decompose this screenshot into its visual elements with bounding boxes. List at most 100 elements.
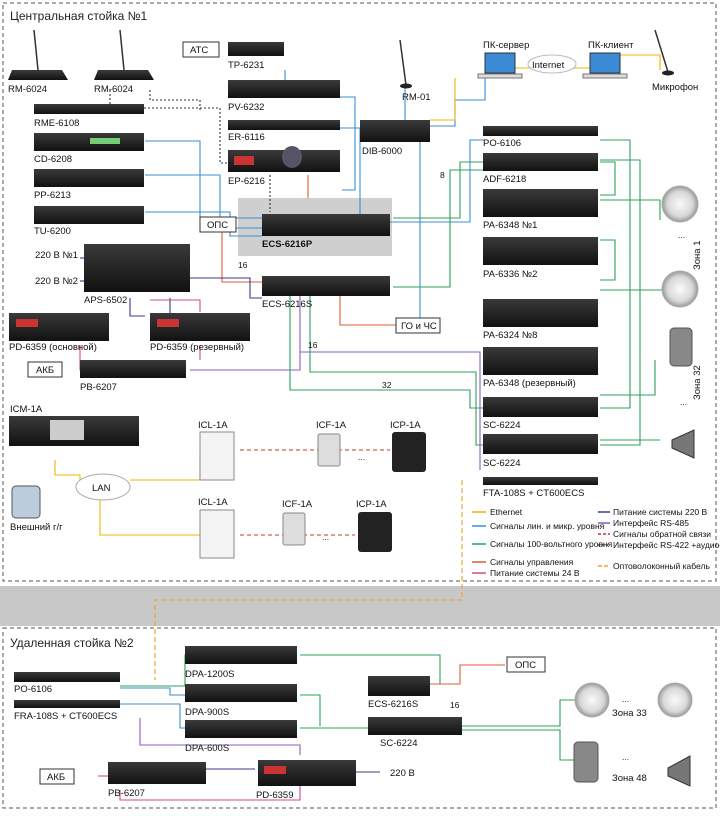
ellipsis-zone48: ... <box>622 752 629 762</box>
svg-text:ECS-6216S: ECS-6216S <box>368 699 418 710</box>
icp-1a-unit-1: ICP-1A <box>390 420 426 472</box>
pd-6359-reserve: PD-6359 (резервный) <box>150 313 250 353</box>
legend-power220: Питание системы 220 В <box>613 507 708 517</box>
svg-text:ICM-1A: ICM-1A <box>10 404 43 415</box>
fta-108s-unit: FTA-108S + CT600ECS <box>483 477 598 499</box>
svg-text:PO-6106: PO-6106 <box>14 684 52 695</box>
sc-6224-unit-1: SC-6224 <box>483 397 598 431</box>
ceiling-speaker-2 <box>661 270 699 308</box>
cable-counts: 8 16 16 32 16 <box>238 170 460 710</box>
ats-box: АТС <box>182 41 220 58</box>
ecs-6216s-remote: ECS-6216S <box>368 676 430 710</box>
legend-ethernet: Ethernet <box>490 507 523 517</box>
ecs-6216s-unit: ECS-6216S <box>262 276 390 310</box>
pc-client: ПК-клиент <box>582 40 634 79</box>
lan-cloud: LAN <box>75 473 131 501</box>
svg-text:DIB-6000: DIB-6000 <box>362 146 402 157</box>
svg-text:ICL-1A: ICL-1A <box>198 420 228 431</box>
count-16-c: 16 <box>450 700 460 710</box>
svg-text:ICF-1A: ICF-1A <box>316 420 347 431</box>
ellipsis-ic-2: ... <box>322 532 329 542</box>
zone-1-label: Зона 1 <box>692 241 703 270</box>
tu-6200-unit: TU-6200 <box>34 206 144 237</box>
icf-1a-unit-1: ICF-1A <box>316 420 347 467</box>
akb-box-1: АКБ <box>27 361 63 378</box>
svg-text:ОПС: ОПС <box>207 220 228 231</box>
fra-108s-unit: FRA-108S + CT600ECS <box>14 700 120 722</box>
pb-6207-remote: PB-6207 <box>108 762 206 799</box>
rm-6024-console-1: RM-6024 <box>8 29 68 95</box>
svg-text:LAN: LAN <box>92 483 111 494</box>
legend-fiber: Оптоволоконный кабель <box>613 561 710 571</box>
svg-text:ICP-1A: ICP-1A <box>390 420 421 431</box>
svg-text:PB-6207: PB-6207 <box>80 382 117 393</box>
svg-text:DPA-1200S: DPA-1200S <box>185 669 234 680</box>
svg-text:ICL-1A: ICL-1A <box>198 497 228 508</box>
svg-text:TP-6231: TP-6231 <box>228 60 264 71</box>
central-title: Центральная стойка №1 <box>10 9 148 23</box>
dib-6000-unit: DIB-6000 <box>360 120 430 157</box>
pd-6359-remote: PD-6359 <box>256 760 356 801</box>
svg-text:DPA-600S: DPA-600S <box>185 743 229 754</box>
svg-text:APS-6502: APS-6502 <box>84 295 127 306</box>
svg-text:FRA-108S + CT600ECS: FRA-108S + CT600ECS <box>14 711 117 722</box>
dpa-600s-unit: DPA-600S <box>185 720 297 754</box>
sc-6224-unit-2: SC-6224 <box>483 434 598 469</box>
icl-1a-unit-1: ICL-1A <box>198 420 235 481</box>
ellipsis-zone33: ... <box>622 694 629 704</box>
svg-text:CD-6208: CD-6208 <box>34 154 72 165</box>
aps-6502-unit: APS-6502 <box>84 244 190 306</box>
horn-speaker-48 <box>667 755 691 787</box>
svg-text:ICF-1A: ICF-1A <box>282 499 313 510</box>
svg-text:TU-6200: TU-6200 <box>34 226 71 237</box>
zone-32-label: Зона 32 <box>692 365 703 400</box>
svg-text:PP-6213: PP-6213 <box>34 190 71 201</box>
rm-01-mic: RM-01 <box>399 39 431 103</box>
icl-1a-unit-2: ICL-1A <box>198 497 235 559</box>
remote-title: Удаленная стойка №2 <box>10 636 134 650</box>
legend-rs485: Интерфейс RS-485 <box>613 518 689 528</box>
pa-6336-2-unit: PA-6336 №2 <box>483 237 598 280</box>
ellipsis-ic-1: ... <box>358 452 365 462</box>
svg-text:Внешний г/г: Внешний г/г <box>10 522 63 533</box>
svg-text:RM-01: RM-01 <box>402 92 431 103</box>
icf-1a-unit-2: ICF-1A <box>282 499 313 546</box>
svg-text:SC-6224: SC-6224 <box>380 738 418 749</box>
ops-box-2: ОПС <box>506 656 546 673</box>
ellipsis-zone32: ... <box>680 397 687 407</box>
legend-power24: Питание системы 24 В <box>490 568 580 578</box>
power-220-remote: 220 В <box>390 768 415 779</box>
svg-text:ОПС: ОПС <box>515 660 536 671</box>
separator-band <box>0 586 720 626</box>
svg-text:FTA-108S + CT600ECS: FTA-108S + CT600ECS <box>483 488 584 499</box>
ellipsis-zone1: ... <box>678 230 685 240</box>
horn-speaker-1 <box>671 429 695 459</box>
svg-text:PD-6359 (основной): PD-6359 (основной) <box>9 342 97 353</box>
svg-text:PA-6336 №2: PA-6336 №2 <box>483 269 537 280</box>
rm-6024-console-2: RM-6024 <box>94 29 154 95</box>
po-6106-remote: PO-6106 <box>14 672 120 695</box>
svg-text:ECS-6216P: ECS-6216P <box>262 239 313 250</box>
legend: Ethernet Сигналы лин. и микр. уровня Сиг… <box>472 507 720 578</box>
dpa-1200s-unit: DPA-1200S <box>185 646 297 680</box>
svg-text:ECS-6216S: ECS-6216S <box>262 299 312 310</box>
legend-rs422: Интерфейс RS-422 +аудиосигнал <box>613 540 720 550</box>
pa-6324-8-unit: PA-6324 №8 <box>483 299 598 341</box>
svg-text:PA-6324 №8: PA-6324 №8 <box>483 330 537 341</box>
icm-1a-unit: ICM-1A <box>9 404 139 446</box>
power-220-1: 220 В №1 <box>35 250 78 261</box>
count-16-b: 16 <box>308 340 318 350</box>
svg-text:ER-6116: ER-6116 <box>228 132 265 143</box>
wall-speaker-48 <box>573 741 599 783</box>
svg-text:PD-6359 (резервный): PD-6359 (резервный) <box>150 342 244 353</box>
internet-label: Internet <box>527 54 577 74</box>
wall-speaker-1 <box>669 327 693 367</box>
ecs-6216p-unit: ECS-6216P <box>262 214 390 250</box>
go-chs-box: ГО и ЧС <box>395 317 441 334</box>
svg-text:ADF-6218: ADF-6218 <box>483 174 526 185</box>
sc-6224-remote: SC-6224 <box>368 717 462 749</box>
svg-text:PO-6106: PO-6106 <box>483 138 521 149</box>
pa-6348-reserve-unit: PA-6348 (резервный) <box>483 347 598 389</box>
ceiling-speaker-1 <box>661 185 699 223</box>
